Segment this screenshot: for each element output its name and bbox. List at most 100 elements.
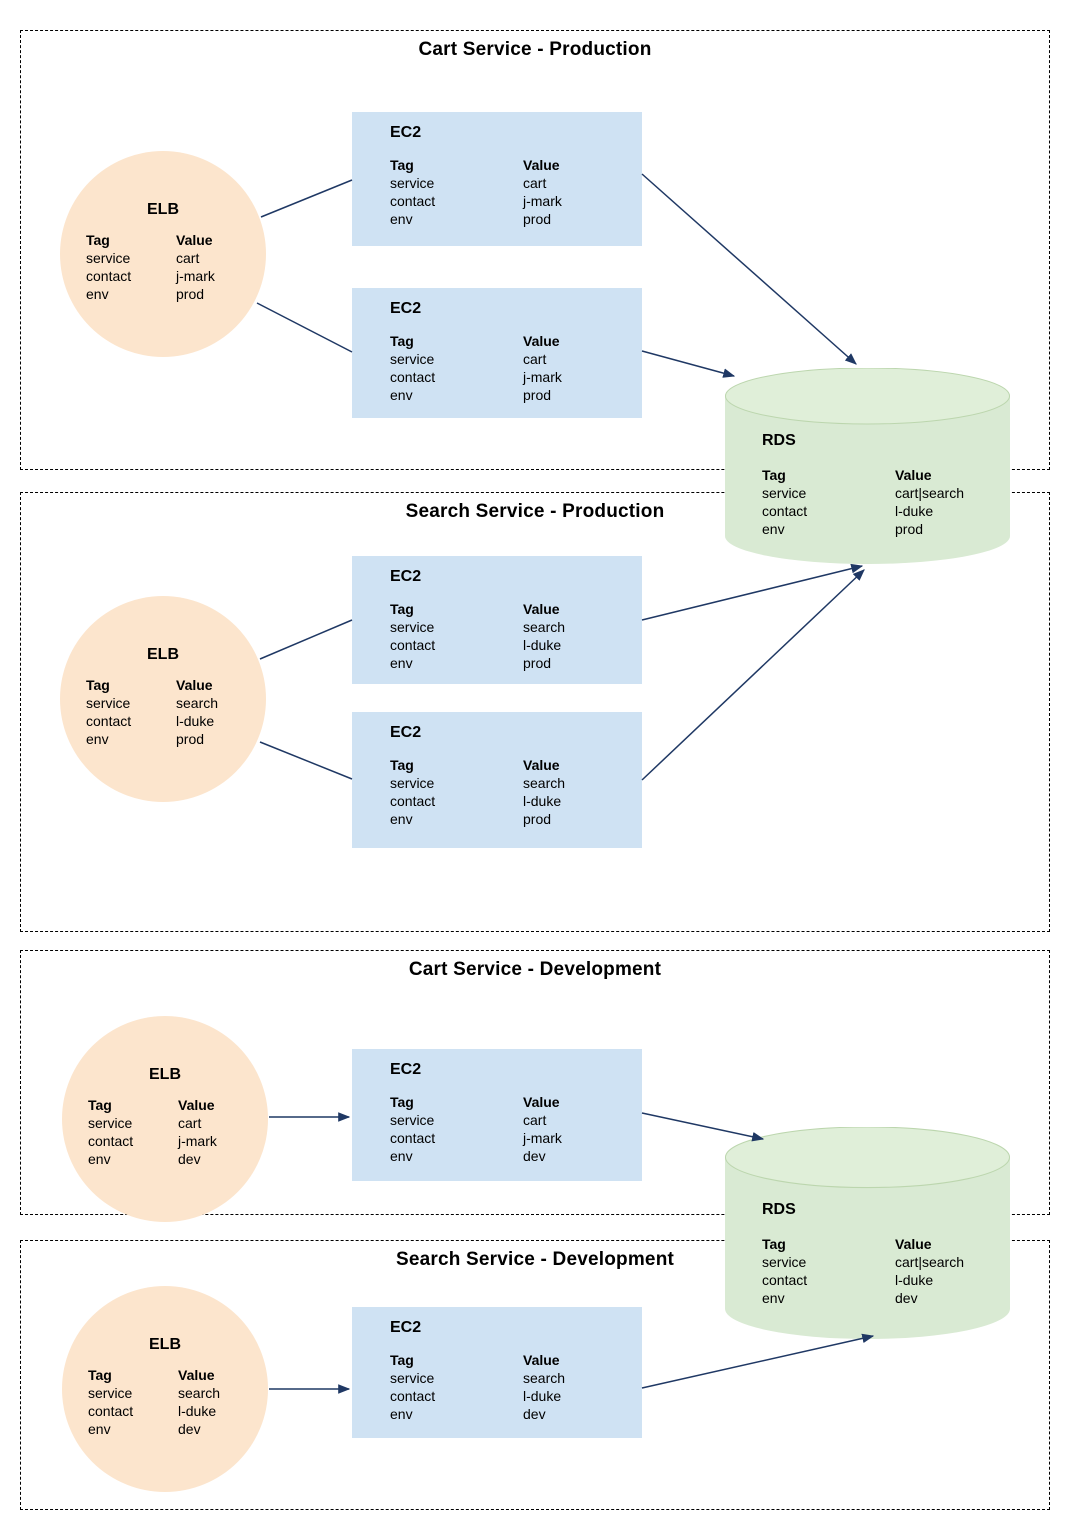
- tag-cell: service: [390, 1370, 435, 1386]
- value-cell: l-duke: [178, 1403, 217, 1419]
- tag-cell: env: [390, 811, 413, 827]
- tag-header: Tag: [88, 1367, 112, 1383]
- value-header: Value: [523, 1352, 560, 1368]
- tag-cell: service: [390, 619, 435, 635]
- value-cell: l-duke: [523, 637, 562, 653]
- tag-cell: env: [390, 655, 413, 671]
- tag-header: Tag: [762, 1236, 786, 1252]
- tag-table-header: Tag Value: [88, 1366, 268, 1384]
- value-header: Value: [178, 1367, 215, 1383]
- value-cell: l-duke: [895, 1272, 934, 1288]
- value-cell: j-mark: [523, 1130, 562, 1146]
- tag-header: Tag: [390, 1094, 414, 1110]
- value-cell: j-mark: [178, 1133, 217, 1149]
- tag-header: Tag: [762, 467, 786, 483]
- value-header: Value: [523, 157, 560, 173]
- tag-cell: service: [762, 485, 807, 501]
- cylinder-shape: [725, 1127, 1010, 1339]
- tag-cell: env: [86, 731, 109, 747]
- value-cell: dev: [178, 1151, 201, 1167]
- tag-cell: contact: [86, 713, 132, 729]
- value-cell: prod: [176, 731, 205, 747]
- value-cell: search: [523, 619, 566, 635]
- tag-value-row: env dev: [88, 1150, 268, 1168]
- node-title: RDS: [762, 432, 796, 449]
- tag-header: Tag: [86, 232, 110, 248]
- value-cell: prod: [523, 387, 552, 403]
- group-cart-development: Cart Service - Development: [20, 950, 1050, 1215]
- tag-cell: service: [86, 695, 131, 711]
- tag-cell: contact: [390, 1388, 436, 1404]
- group-title-cart-development: Cart Service - Development: [408, 959, 662, 980]
- value-header: Value: [178, 1097, 215, 1113]
- value-cell: l-duke: [895, 503, 934, 519]
- tag-cell: env: [88, 1421, 111, 1437]
- tag-value-row: service search: [390, 618, 642, 636]
- tag-value-row: service cart: [86, 249, 266, 267]
- node-title: ELB: [147, 201, 179, 218]
- tag-cell: env: [88, 1151, 111, 1167]
- tag-cell: contact: [86, 268, 132, 284]
- tag-value-row: env prod: [86, 730, 266, 748]
- tag-cell: service: [390, 1112, 435, 1128]
- node-title: EC2: [390, 300, 422, 317]
- value-cell: search: [523, 775, 566, 791]
- tag-cell: service: [88, 1385, 133, 1401]
- value-cell: prod: [523, 211, 552, 227]
- tag-cell: env: [86, 286, 109, 302]
- value-cell: cart: [176, 250, 200, 266]
- value-header: Value: [523, 1094, 560, 1110]
- tag-value-row: contact l-duke: [86, 712, 266, 730]
- cylinder-shape: [725, 368, 1010, 564]
- value-cell: dev: [895, 1290, 918, 1306]
- group-cart-production: Cart Service - Production: [20, 30, 1050, 470]
- tag-header: Tag: [86, 677, 110, 693]
- value-header: Value: [895, 467, 932, 483]
- value-cell: dev: [178, 1421, 201, 1437]
- value-cell: prod: [176, 286, 205, 302]
- tag-cell: service: [86, 250, 131, 266]
- node-title: EC2: [390, 1061, 422, 1078]
- tag-table-header: Tag Value: [390, 1093, 642, 1111]
- value-header: Value: [523, 757, 560, 773]
- value-cell: search: [178, 1385, 221, 1401]
- value-cell: l-duke: [176, 713, 215, 729]
- value-cell: j-mark: [523, 193, 562, 209]
